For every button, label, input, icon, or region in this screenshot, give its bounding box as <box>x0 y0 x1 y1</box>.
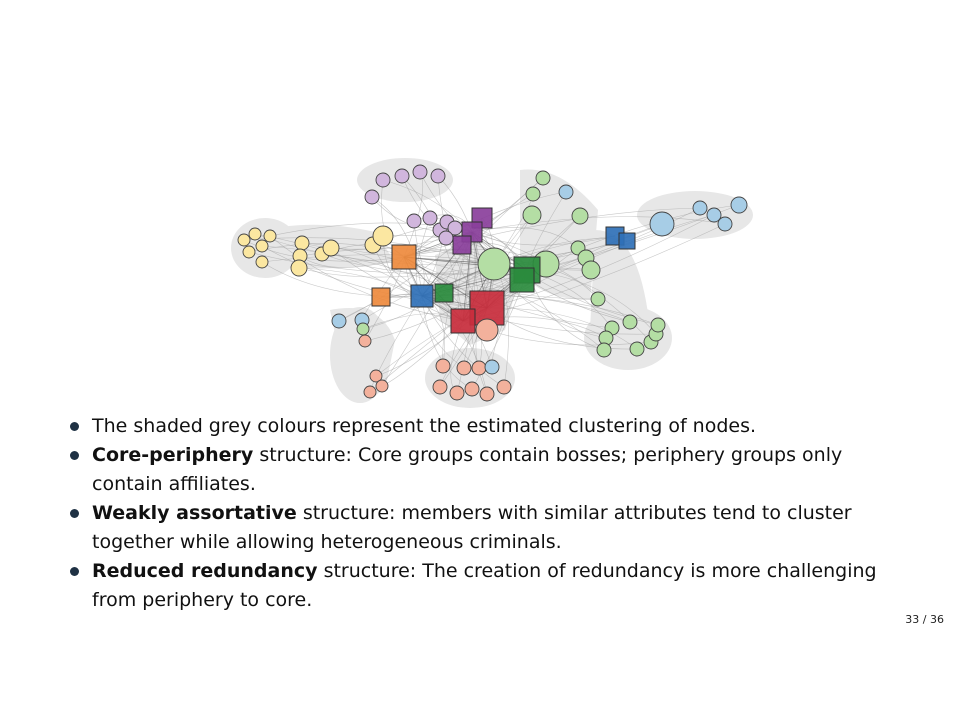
affiliate-node <box>406 213 422 229</box>
affiliate-node <box>558 184 574 200</box>
affiliate-node <box>369 369 383 383</box>
affiliate-node <box>590 291 606 307</box>
boss-node <box>371 287 391 307</box>
boss-node <box>410 284 434 308</box>
network-edge <box>403 207 701 258</box>
page-number: 33 / 36 <box>905 613 944 626</box>
affiliate-node <box>706 207 722 223</box>
network-edge <box>299 255 405 268</box>
network-edge <box>421 295 473 390</box>
affiliate-node <box>255 255 269 269</box>
affiliate-node <box>364 189 380 205</box>
network-edge <box>364 269 528 342</box>
network-edge <box>421 204 740 297</box>
affiliate-node <box>248 227 262 241</box>
network-edge <box>298 263 495 278</box>
bullet-item: Weakly assortative structure: members wi… <box>70 499 900 557</box>
cluster-shade <box>238 224 395 269</box>
affiliate-node <box>535 170 551 186</box>
affiliate-node <box>372 225 394 247</box>
affiliate-node <box>471 360 487 376</box>
boss-node <box>434 283 454 303</box>
network-edge <box>261 245 488 309</box>
affiliate-node <box>394 168 410 184</box>
boss-node <box>618 232 636 250</box>
affiliate-node <box>484 359 500 375</box>
affiliate-node <box>290 259 308 277</box>
affiliate-node <box>237 233 251 247</box>
affiliate-node <box>522 205 542 225</box>
network-edge <box>471 231 616 246</box>
affiliate-node <box>255 239 269 253</box>
network-edge <box>254 233 495 266</box>
affiliate-node <box>596 342 612 358</box>
bullet-item: Core-periphery structure: Core groups co… <box>70 441 900 499</box>
affiliate-node <box>464 381 480 397</box>
affiliate-node <box>475 318 499 342</box>
network-edge <box>471 216 726 233</box>
affiliate-node <box>730 196 748 214</box>
affiliate-node <box>650 317 666 333</box>
affiliate-node <box>629 341 645 357</box>
affiliate-node <box>622 314 638 330</box>
affiliate-node <box>412 164 428 180</box>
affiliate-node <box>331 313 347 329</box>
affiliate-node <box>525 186 541 202</box>
bullet-item: The shaded grey colours represent the es… <box>70 412 900 441</box>
affiliate-node <box>649 211 675 237</box>
affiliate-node <box>242 245 256 259</box>
boss-node <box>452 235 472 255</box>
boss-node <box>450 308 476 334</box>
boss-node <box>509 267 535 293</box>
affiliate-node <box>356 322 370 336</box>
affiliate-node <box>456 360 472 376</box>
affiliate-node <box>435 358 451 374</box>
network-edge <box>298 267 464 322</box>
bullet-item: Reduced redundancy structure: The creati… <box>70 557 900 615</box>
affiliate-node <box>692 200 708 216</box>
affiliate-node <box>375 379 389 393</box>
affiliate-node <box>375 172 391 188</box>
network-edge <box>471 231 631 323</box>
network-edge <box>371 196 423 297</box>
bullet-list: The shaded grey colours represent the es… <box>70 412 900 615</box>
affiliate-node <box>449 385 465 401</box>
affiliate-node <box>438 230 454 246</box>
affiliate-node <box>363 385 377 399</box>
affiliate-node <box>422 210 438 226</box>
affiliate-node <box>358 334 372 348</box>
affiliate-node <box>294 235 310 251</box>
network-edge <box>382 179 495 265</box>
affiliate-node <box>263 229 277 243</box>
affiliate-node <box>430 168 446 184</box>
affiliate-node <box>477 247 511 281</box>
affiliate-node <box>432 379 448 395</box>
network-edge <box>403 256 505 388</box>
affiliate-node <box>496 379 512 395</box>
network-edge <box>261 261 423 297</box>
affiliate-node <box>479 386 495 402</box>
affiliate-node <box>322 239 340 257</box>
network-edge <box>261 245 488 309</box>
affiliate-node <box>717 216 733 232</box>
cluster-shade <box>425 348 515 408</box>
affiliate-node <box>581 260 601 280</box>
network-edge <box>403 191 567 258</box>
network-edge <box>486 307 638 350</box>
boss-node <box>391 244 417 270</box>
network-edge <box>269 235 464 322</box>
affiliate-node <box>571 207 589 225</box>
